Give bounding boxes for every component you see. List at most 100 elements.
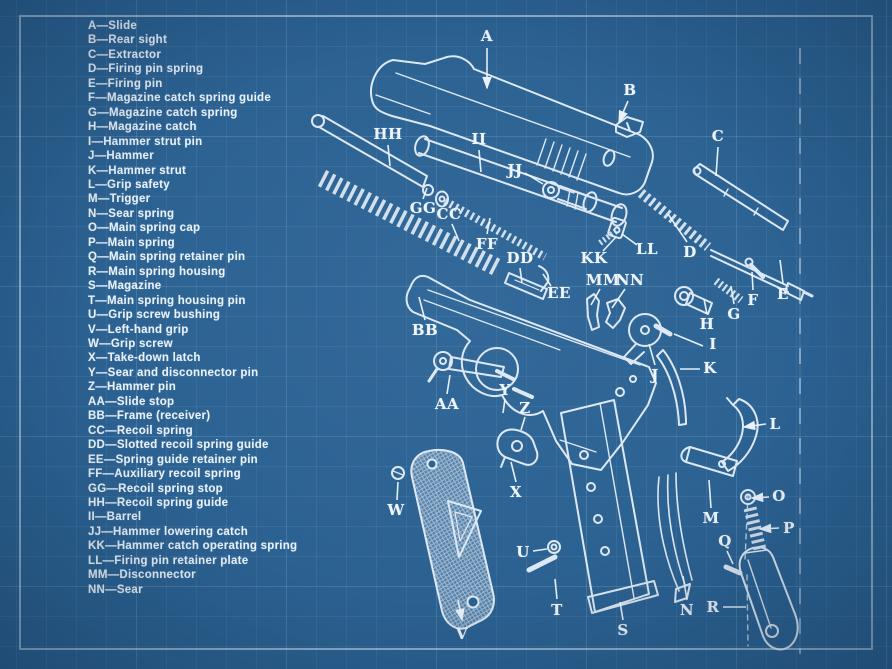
part-main-spring-housing-pin (526, 554, 558, 573)
legend-item-JJ: JJ—Hammer lowering catch (88, 525, 249, 538)
leader-line-EE (542, 273, 552, 287)
parts-layer (311, 55, 814, 651)
legend-item-FF: FF—Auxiliary recoil spring (88, 468, 241, 481)
legend-item-HH: HH—Recoil spring guide (88, 496, 229, 509)
part-hammer-lowering-catch (542, 181, 598, 213)
leader-line-W (396, 481, 399, 501)
leader-line-P (758, 523, 780, 534)
part-left-grip (410, 448, 495, 630)
part-sear-spring (657, 472, 693, 603)
leader-line-J (648, 343, 656, 366)
part-main-spring (743, 506, 767, 552)
part-firing-pin (710, 249, 814, 301)
leader-line-M (708, 479, 712, 509)
part-hammer-strut-pin (653, 323, 673, 337)
leader-line-D (667, 213, 688, 243)
part-hammer-catch-operating-spring (598, 228, 618, 246)
legend-item-L: L—Grip safety (88, 178, 170, 191)
part-grip-screw-bushing (547, 540, 561, 554)
legend-item-II: II—Barrel (88, 511, 142, 524)
leader-line-G (730, 285, 735, 305)
fold-line (799, 48, 801, 654)
border-frame (19, 15, 873, 650)
leader-line-O (750, 492, 770, 503)
part-sear (605, 298, 626, 329)
legend-item-E: E—Firing pin (88, 77, 163, 90)
part-extractor (692, 163, 789, 231)
leader-line-FF (486, 217, 491, 235)
legend-item-J: J—Hammer (88, 150, 154, 163)
leader-line-E (779, 259, 784, 284)
legend-item-KK: KK—Hammer catch operating spring (88, 540, 298, 553)
leader-line-C (715, 146, 719, 177)
part-barrel (414, 135, 628, 227)
leader-line-Z (520, 416, 526, 431)
legend-item-W: W—Grip screw (88, 337, 173, 350)
legend-item-G: G—Magazine catch spring (88, 106, 238, 119)
legend-item-R: R—Main spring housing (88, 265, 226, 278)
leader-line-KK (602, 236, 617, 252)
part-disconnector (586, 293, 600, 331)
part-slide-stop (427, 351, 505, 383)
legend-item-B: B—Rear sight (88, 34, 168, 47)
leader-line-B (618, 100, 629, 124)
legend-item-C: C—Extractor (88, 48, 162, 61)
leader-line-V (455, 599, 465, 622)
legend-item-Z: Z—Hammer pin (88, 381, 176, 394)
legend-item-MM: MM—Disconnector (88, 569, 196, 582)
leader-line-NN (611, 288, 626, 309)
part-sear-disconnector-pin (495, 369, 515, 381)
part-trigger (680, 446, 738, 477)
leader-line-JJ (524, 172, 544, 185)
legend-item-T: T—Main spring housing pin (88, 294, 246, 307)
part-hammer-pin (512, 387, 534, 399)
legend-item-O: O—Main spring cap (88, 222, 201, 235)
legend-item-NN: NN—Sear (88, 583, 143, 596)
part-hammer (623, 313, 662, 365)
part-grip-safety (721, 397, 759, 472)
leader-line-F (751, 271, 754, 291)
legend-item-BB: BB—Frame (receiver) (88, 410, 211, 423)
part-grip-screw (391, 466, 405, 480)
part-main-spring-retainer-pin (723, 564, 743, 576)
leader-line-H (703, 298, 708, 315)
legend-item-U: U—Grip screw bushing (88, 309, 221, 322)
part-slotted-recoil-spring-guide (504, 272, 548, 300)
legend-item-K: K—Hammer strut (88, 164, 187, 177)
legend-item-H: H—Magazine catch (88, 121, 197, 134)
leader-line-DD (519, 267, 523, 284)
part-slide (370, 55, 654, 196)
leader-line-S (619, 601, 624, 621)
leader-lines (387, 48, 784, 622)
part-recoil-spring (317, 169, 503, 277)
leader-line-II (478, 149, 482, 173)
leader-line-I (673, 333, 704, 347)
part-magazine (560, 399, 659, 614)
legend-item-EE: EE—Spring guide retainer pin (88, 453, 258, 466)
legend-item-GG: GG—Recoil spring stop (88, 482, 223, 495)
legend-item-V: V—Left-hand grip (88, 323, 189, 336)
legend-item-M: M—Trigger (88, 193, 151, 206)
leader-line-LL (621, 233, 638, 246)
leader-line-AA (446, 374, 451, 395)
leader-line-Y (502, 398, 506, 414)
legend-item-N: N—Sear spring (88, 207, 175, 220)
legend-item-DD: DD—Slotted recoil spring guide (88, 439, 269, 452)
part-magazine-catch-spring-guide (744, 257, 765, 279)
leader-line-HH (387, 144, 391, 167)
legend-item-I: I—Hammer strut pin (88, 135, 203, 148)
legend-item-D: D—Firing pin spring (88, 63, 204, 76)
legend-item-Y: Y—Sear and disconnector pin (88, 366, 259, 379)
leader-line-U (532, 548, 548, 552)
part-magazine-catch-spring (713, 277, 744, 304)
part-firing-pin-spring (637, 189, 712, 251)
legend-item-F: F—Magazine catch spring guide (88, 92, 271, 105)
legend-item-X: X—Take-down latch (88, 352, 201, 365)
part-take-down-latch (496, 428, 539, 468)
leader-line-Q (726, 550, 734, 565)
leader-line-X (510, 461, 517, 483)
part-auxiliary-recoil-spring (443, 197, 547, 261)
leader-line-T (554, 578, 558, 600)
